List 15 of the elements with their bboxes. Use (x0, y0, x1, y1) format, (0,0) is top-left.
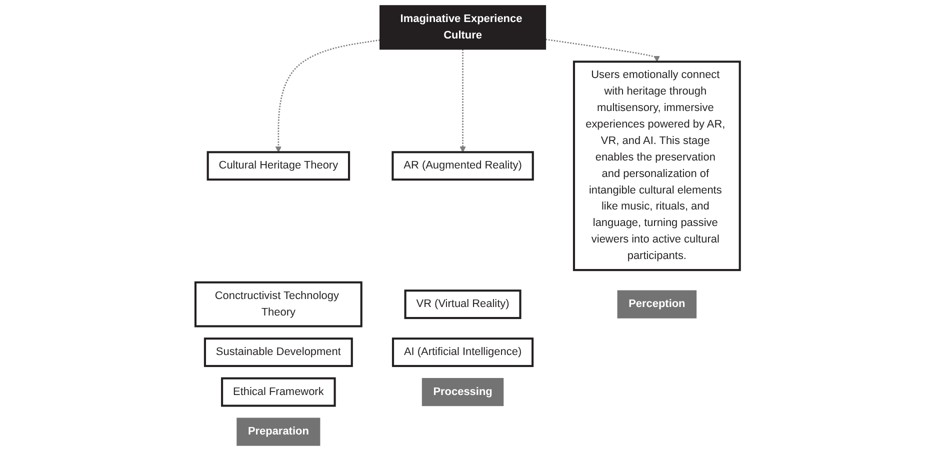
node-box: Sustainable Development (204, 338, 354, 368)
node-box: Imaginative Experience Culture (380, 5, 546, 50)
arrow (276, 39, 380, 152)
node-box: Users emotionally connect with heritage through multisensory, immersive experiences powered by AR, VR, and AI. This stage enables the preservation and personalization of intangible cultural elements like music, rituals, and language, turning passive viewers into active cultural participants. (573, 60, 742, 272)
node-box: Preparation (236, 418, 321, 446)
node-box: Processing (422, 378, 504, 406)
node-box: Ethical Framework (221, 377, 336, 407)
arrow (546, 38, 660, 62)
node-box: VR (Virtual Reality) (404, 290, 522, 320)
node-box: Conctructivist Technology Theory (194, 281, 363, 328)
node-box: Perception (618, 290, 697, 318)
node-box: AI (Artificial Intelligence) (392, 338, 534, 368)
arrow (460, 49, 466, 152)
node-box: Cultural Heritage Theory (207, 151, 350, 181)
node-box: AR (Augmented Reality) (392, 151, 534, 181)
